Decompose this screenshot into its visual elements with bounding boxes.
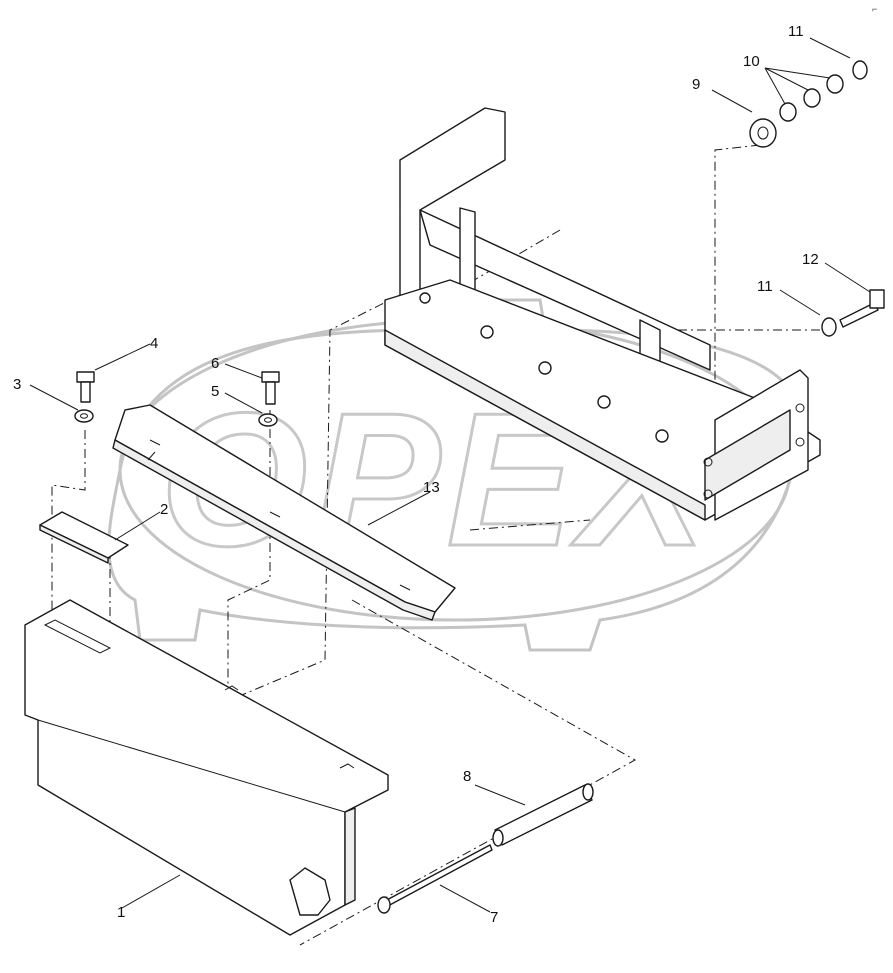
- corner-mark: ⌐: [872, 4, 877, 14]
- callout-12: 12: [802, 251, 819, 268]
- part-7-long-bolt: [377, 844, 493, 914]
- part-5-washer: [258, 413, 278, 427]
- callout-10: 10: [743, 53, 760, 70]
- callout-13: 13: [423, 479, 440, 496]
- callout-2: 2: [160, 501, 168, 518]
- callout-11-lower: 11: [757, 278, 773, 295]
- watermark-gear-icon: [107, 298, 802, 652]
- callout-3: 3: [13, 376, 21, 393]
- part-1-cover: [24, 599, 389, 936]
- part-13-bracket: [112, 404, 456, 621]
- part-4-bolt: [76, 371, 95, 403]
- callout-11-top: 11: [788, 23, 804, 40]
- callout-8: 8: [463, 768, 471, 785]
- frame-bolts: [419, 292, 669, 443]
- part-9-nut: [749, 118, 777, 148]
- part-3-washer: [74, 409, 94, 423]
- part-8-tube: [492, 783, 594, 847]
- part-11-washer-lower: [821, 317, 837, 337]
- part-2-plate: [39, 511, 129, 564]
- callout-labels: 1 2 3 4 5 6 7 8 9 10 11 11 12 13: [13, 23, 819, 926]
- callout-4: 4: [150, 335, 158, 352]
- callout-1: 1: [117, 904, 125, 921]
- callout-5: 5: [211, 383, 219, 400]
- frame-assembly: [384, 107, 821, 521]
- callout-7: 7: [490, 909, 498, 926]
- part-11-washer-top: [852, 60, 868, 80]
- part-10-nuts: [779, 74, 844, 122]
- leader-lines: [29, 37, 871, 913]
- callout-6: 6: [211, 355, 219, 372]
- callout-9: 9: [692, 76, 700, 93]
- part-12-bolt: [839, 289, 885, 328]
- part-6-bolt: [261, 371, 280, 405]
